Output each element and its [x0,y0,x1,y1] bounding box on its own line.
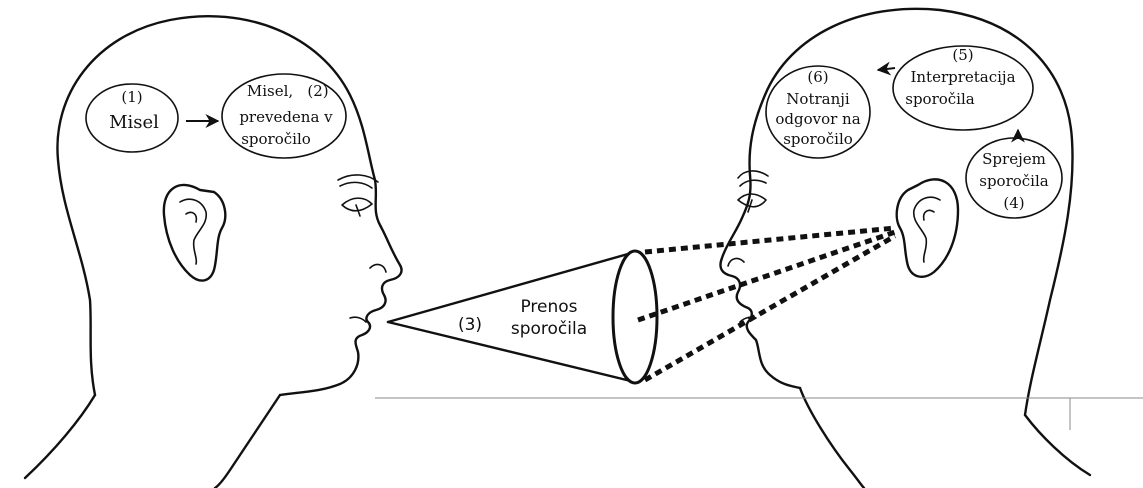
sender-eyebrow-lower [340,182,372,188]
receiver-ear-inner [914,197,940,262]
sender-ear-inner [180,199,206,264]
sender-mouth [350,317,366,322]
step6-line1: Notranji [786,90,850,108]
step5-line1: Interpretacija [910,68,1015,86]
step2-line3: sporočilo [241,130,311,148]
step6-line3: sporočilo [783,130,853,148]
sender-shoulders [215,395,280,488]
step5-number: (5) [952,46,973,64]
step3-label: (3) Prenos sporočila [458,297,587,339]
sender-back-shoulder [25,395,95,478]
step5-line2: sporočila [905,90,975,108]
cone-upper-edge [388,252,635,322]
step3-number: (3) [458,315,482,335]
sender-nostril [370,265,386,272]
step2-line2: prevedena v [239,108,333,126]
step4-line1: Sprejem [982,150,1046,168]
arrow-step5-to-step6 [878,68,895,70]
dotted-ray-middle [638,232,895,320]
receiver-eyebrow [738,171,768,178]
dotted-ray-top [645,228,895,252]
receiver-shoulders [800,388,864,488]
receiver-ear-fold [924,210,934,220]
step4-number: (4) [1003,194,1024,212]
step1-number: (1) [121,88,142,106]
step3-line2: sporočila [511,319,587,339]
sender-head [25,16,402,488]
step1-label: Misel [109,112,159,133]
receiver-face-profile [720,175,800,388]
sender-head-outline [57,16,375,395]
step6-number: (6) [807,68,828,86]
step4-line2: sporočila [979,172,1049,190]
receiver-back-shoulder [1025,415,1090,475]
sender-ear-fold [186,212,196,222]
step2-line1: Misel, [247,82,293,100]
dotted-ray-bottom [645,236,895,380]
step2-bubble: Misel, (2) prevedena v sporočilo [222,74,346,158]
step6-bubble: (6) Notranji odgovor na sporočilo [766,66,870,158]
step5-bubble: (5) Interpretacija sporočila [893,46,1033,130]
receiver-eyebrow-lower [740,180,766,186]
receiver-nostril [728,259,744,266]
sender-eyebrow [338,175,378,182]
step4-bubble: Sprejem sporočila (4) [966,138,1062,218]
sender-face-profile [280,180,402,395]
step3-line1: Prenos [520,297,577,317]
receiver-ear [897,179,958,276]
step1-bubble: (1) Misel [86,84,178,152]
step2-number: (2) [307,82,328,100]
step6-line2: odgovor na [775,110,860,128]
transmission-cone [388,251,657,383]
